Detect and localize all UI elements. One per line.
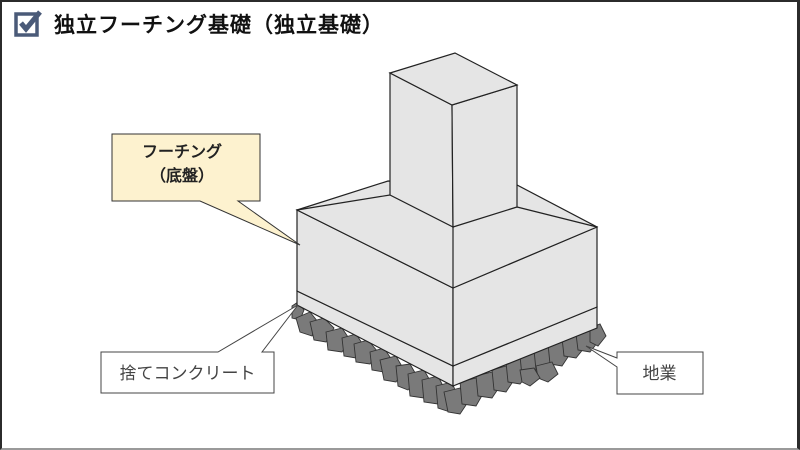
callout-lean-concrete: [100, 304, 299, 394]
callout-base-gravel: [585, 345, 704, 395]
base-gravel-label: 地業: [642, 364, 677, 384]
checkbox-checked-icon: [14, 10, 42, 37]
footing-label-line1: フーチング: [141, 142, 222, 161]
footing-block: [295, 180, 599, 367]
lean-concrete-label: 捨てコンクリート: [119, 364, 256, 384]
footing-label: フーチング （底盤）: [112, 140, 252, 188]
callout-footing: [111, 133, 301, 246]
page-title: 独立フーチング基礎（独立基礎）: [54, 13, 384, 37]
gravel-layer: [291, 301, 607, 415]
title-bar: 独立フーチング基礎（独立基礎）: [14, 6, 384, 42]
column-block: [388, 52, 519, 228]
footing-label-line2: （底盤）: [149, 166, 214, 185]
